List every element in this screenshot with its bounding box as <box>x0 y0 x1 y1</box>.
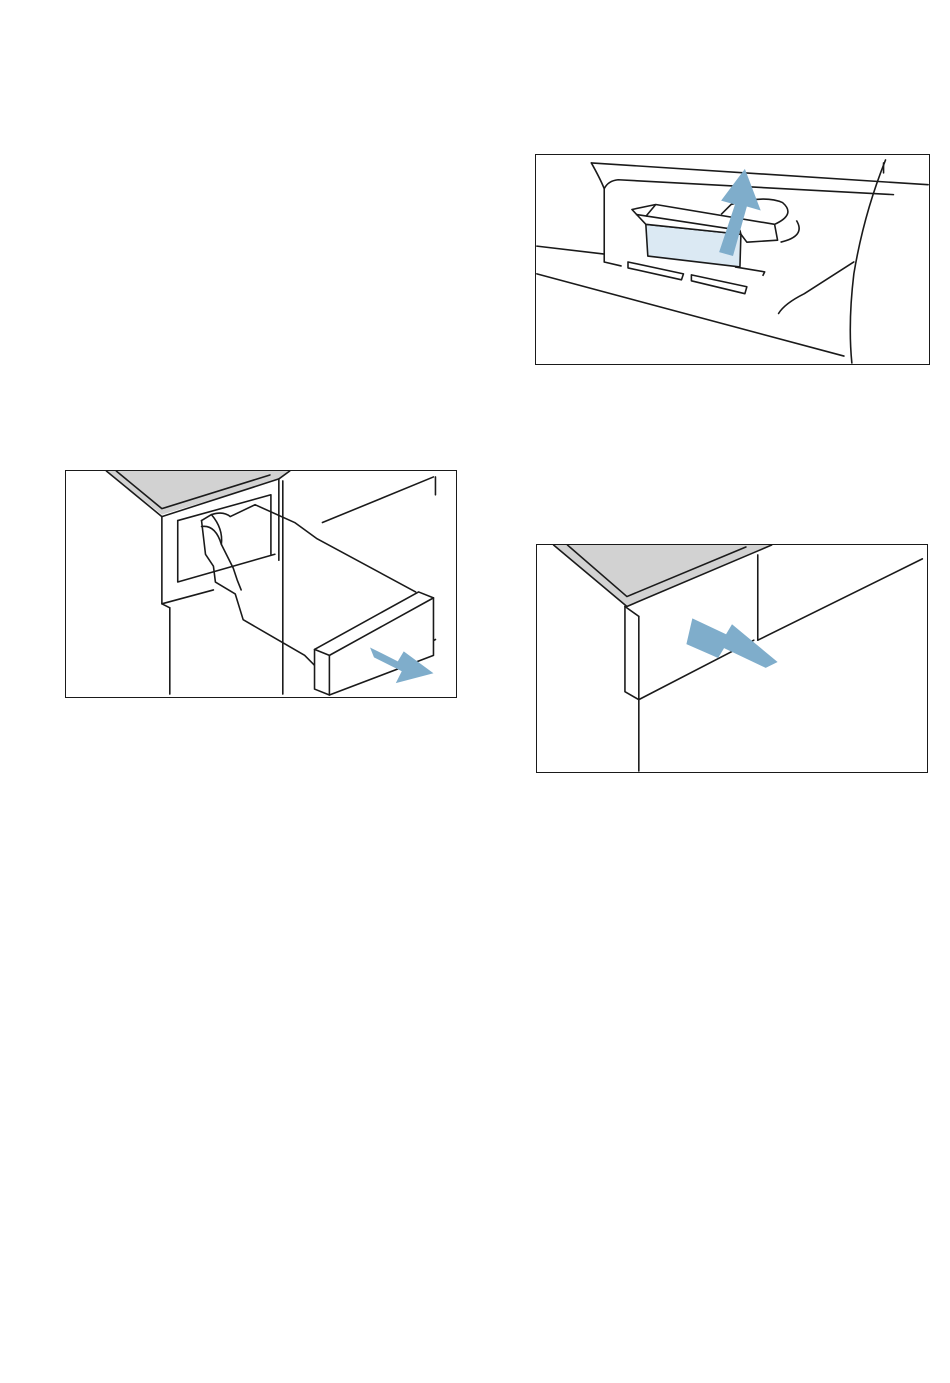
illustration-lift-insert-drawing <box>536 155 929 364</box>
illustration-pull-drawer-drawing <box>66 471 456 697</box>
illustration-lift-insert <box>535 154 930 365</box>
illustration-push-drawer <box>536 544 928 773</box>
illustration-push-drawer-drawing <box>537 545 927 772</box>
arrow-left-icon <box>686 618 777 668</box>
illustration-pull-drawer <box>65 470 457 698</box>
